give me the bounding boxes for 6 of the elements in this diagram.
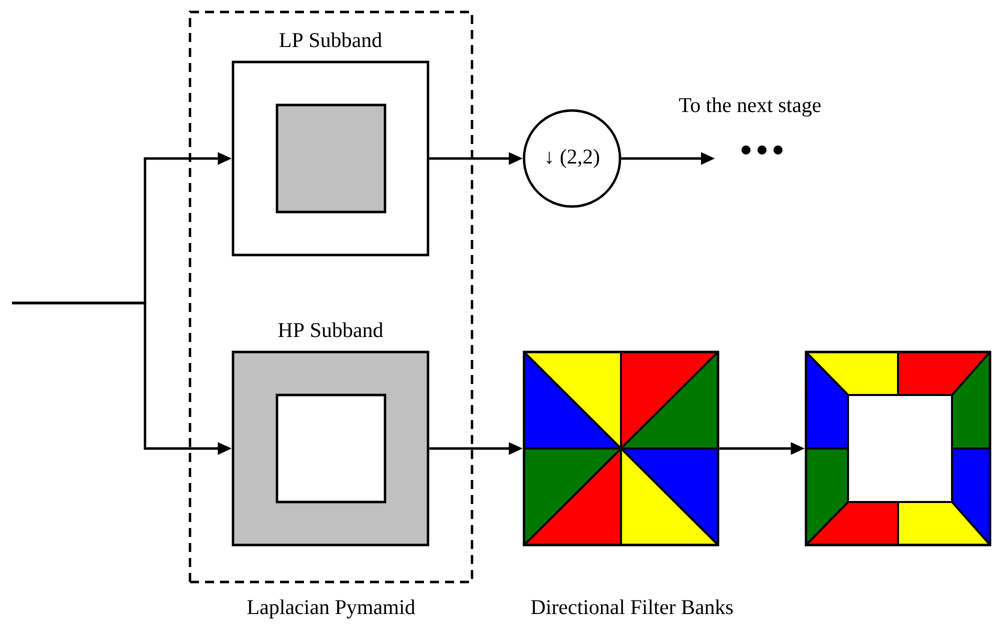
stage-label: To the next stage xyxy=(679,97,821,117)
group-label: Laplacian Pymamid xyxy=(247,599,416,619)
filter-bank-label: Directional Filter Banks xyxy=(531,599,733,614)
subband-label: HP Subband xyxy=(278,322,384,338)
subband-label: LP Subband xyxy=(280,32,382,48)
directional-subband-drawing xyxy=(804,350,992,546)
